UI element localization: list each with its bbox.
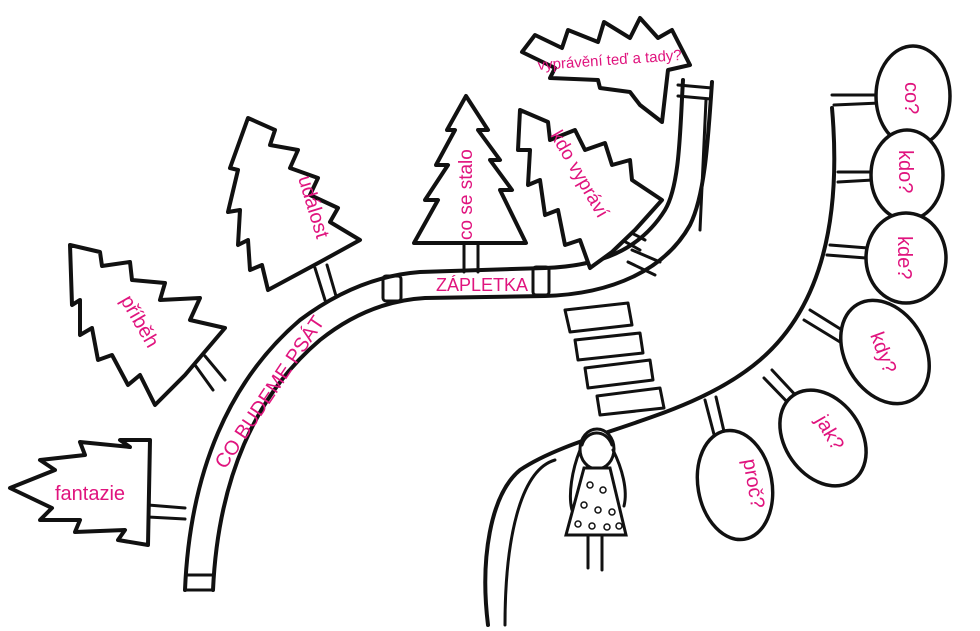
main-road xyxy=(183,78,714,592)
tree-pribeh xyxy=(68,243,227,407)
branch-proc xyxy=(695,395,775,542)
label-kdo: kdo? xyxy=(894,150,916,193)
tree-fantazie xyxy=(8,438,187,547)
branch-kdy xyxy=(802,298,931,406)
road-label-zapletka: ZÁPLETKA xyxy=(436,275,528,295)
branch-jak xyxy=(762,368,868,488)
road-label-co-budeme-psat: CO BUDEME PSÁT xyxy=(210,312,329,473)
tree-vypraveni xyxy=(520,16,692,124)
crosswalk xyxy=(563,301,666,417)
tree-udalost xyxy=(226,116,362,302)
left-path-curve xyxy=(503,458,557,627)
branch-kdo xyxy=(836,128,945,222)
tree-kdo-vypravi xyxy=(516,108,664,270)
label-co: co? xyxy=(900,82,922,114)
branch-co xyxy=(830,44,952,148)
girl-figure xyxy=(564,427,628,572)
tree-co-se-stalo xyxy=(412,94,528,274)
right-path-curve xyxy=(483,106,837,627)
label-co-se-stalo: co se stalo xyxy=(456,149,477,240)
label-kde: kde? xyxy=(893,236,915,279)
label-fantazie: fantazie xyxy=(55,483,125,505)
branch-kde xyxy=(825,211,948,305)
